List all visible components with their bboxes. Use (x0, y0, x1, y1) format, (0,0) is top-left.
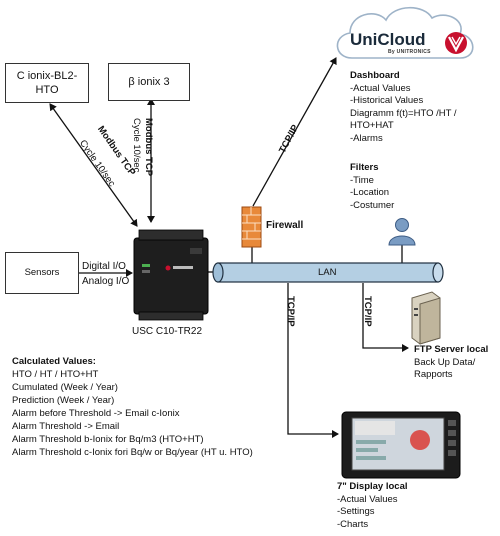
modbus-right-label: Modbus TCP (143, 118, 154, 176)
ftp-arrow (362, 283, 409, 352)
modbus-right-title: Modbus TCP (143, 118, 154, 177)
display-text: 7" Display local -Actual Values -Setting… (337, 481, 408, 531)
user-icon (388, 218, 416, 246)
display-device (341, 411, 461, 479)
calculated-item: Cumulated (Week / Year) (12, 382, 118, 393)
tcpip-display-text: TCP/IP (285, 296, 296, 327)
dashboard-item: Diagramm f(t)=HTO /HT / (350, 107, 457, 119)
sensors-label: Sensors (24, 267, 60, 278)
filters-item: -Location (350, 187, 390, 198)
lan-bus (212, 262, 444, 283)
calculated-item: HTO / HT / HTO+HT (12, 369, 99, 380)
cloud-brand: UniCloud (350, 30, 426, 50)
dashboard-title: Dashboard (350, 70, 400, 81)
modbus-right-cycle: Cycle 10/sec (131, 118, 142, 173)
calculated-values: Calculated Values: HTO / HT / HTO+HT Cum… (12, 355, 253, 459)
cloud-brand-sub: By UNITRONICS (388, 49, 431, 55)
tcpip-ftp-label: TCP/IP (362, 296, 373, 327)
controller-device (133, 229, 209, 321)
cloud-brand-title: UniCloud (350, 30, 426, 49)
beta-ionix-label: β ionix 3 (128, 76, 170, 88)
digital-io-label: Digital I/O (82, 261, 126, 272)
controller-label: USC C10-TR22 (132, 326, 203, 337)
dashboard-item: -Alarms (350, 132, 383, 144)
filters-list: Filters -Time -Location -Costumer (350, 162, 394, 212)
filters-item: -Time (350, 174, 374, 186)
display-item: -Actual Values (337, 493, 398, 505)
calculated-title: Calculated Values: (12, 356, 96, 367)
ftp-text: FTP Server local Back Up Data/ Rapports (414, 344, 488, 382)
sensors-box: Sensors (5, 252, 79, 294)
tcpip-ftp-text: TCP/IP (362, 296, 373, 327)
dashboard-list: Dashboard -Actual Values -Historical Val… (350, 70, 457, 145)
display-item: -Charts (337, 518, 369, 530)
modbus-left-arrow (49, 103, 138, 227)
firewall-label: Firewall (266, 220, 304, 231)
calculated-item: Alarm Threshold c-Ionix fori Bq/w or Bq/… (12, 447, 253, 458)
modbus-right-cycle-label: Cycle 10/sec (131, 118, 142, 172)
filters-title: Filters (350, 162, 379, 173)
calculated-item: Prediction (Week / Year) (12, 395, 115, 406)
dashboard-item: HTO+HAT (350, 120, 394, 131)
display-item: -Settings (337, 506, 375, 517)
tcpip-display-label: TCP/IP (285, 296, 296, 327)
calculated-item: Alarm Threshold b-Ionix for Bq/m3 (HTO+H… (12, 434, 204, 445)
filters-item: -Costumer (350, 199, 395, 211)
beta-ionix-box: β ionix 3 (108, 63, 190, 101)
calculated-item: Alarm Threshold -> Email (12, 421, 120, 432)
firewall-icon (241, 206, 262, 248)
c-ionix-label: C ionix-BL2-HTO (16, 70, 78, 96)
ftp-line: Back Up Data/ (414, 356, 476, 368)
server-icon (411, 291, 441, 345)
dashboard-item: -Actual Values (350, 82, 411, 94)
analog-io-label: Analog I/O (82, 276, 130, 287)
display-title: 7" Display local (337, 481, 408, 492)
cloud-arrow (252, 57, 337, 207)
calculated-item: Alarm before Threshold -> Email c-Ionix (12, 408, 180, 419)
ftp-line: Rapports (414, 369, 453, 380)
cloud-shape (336, 7, 474, 59)
ftp-title: FTP Server local (414, 344, 489, 355)
dashboard-item: -Historical Values (350, 95, 424, 106)
lan-label: LAN (318, 267, 337, 278)
unicloud-logo-mark (445, 32, 467, 54)
c-ionix-box: C ionix-BL2-HTO (5, 63, 89, 103)
display-arrow (287, 283, 339, 438)
